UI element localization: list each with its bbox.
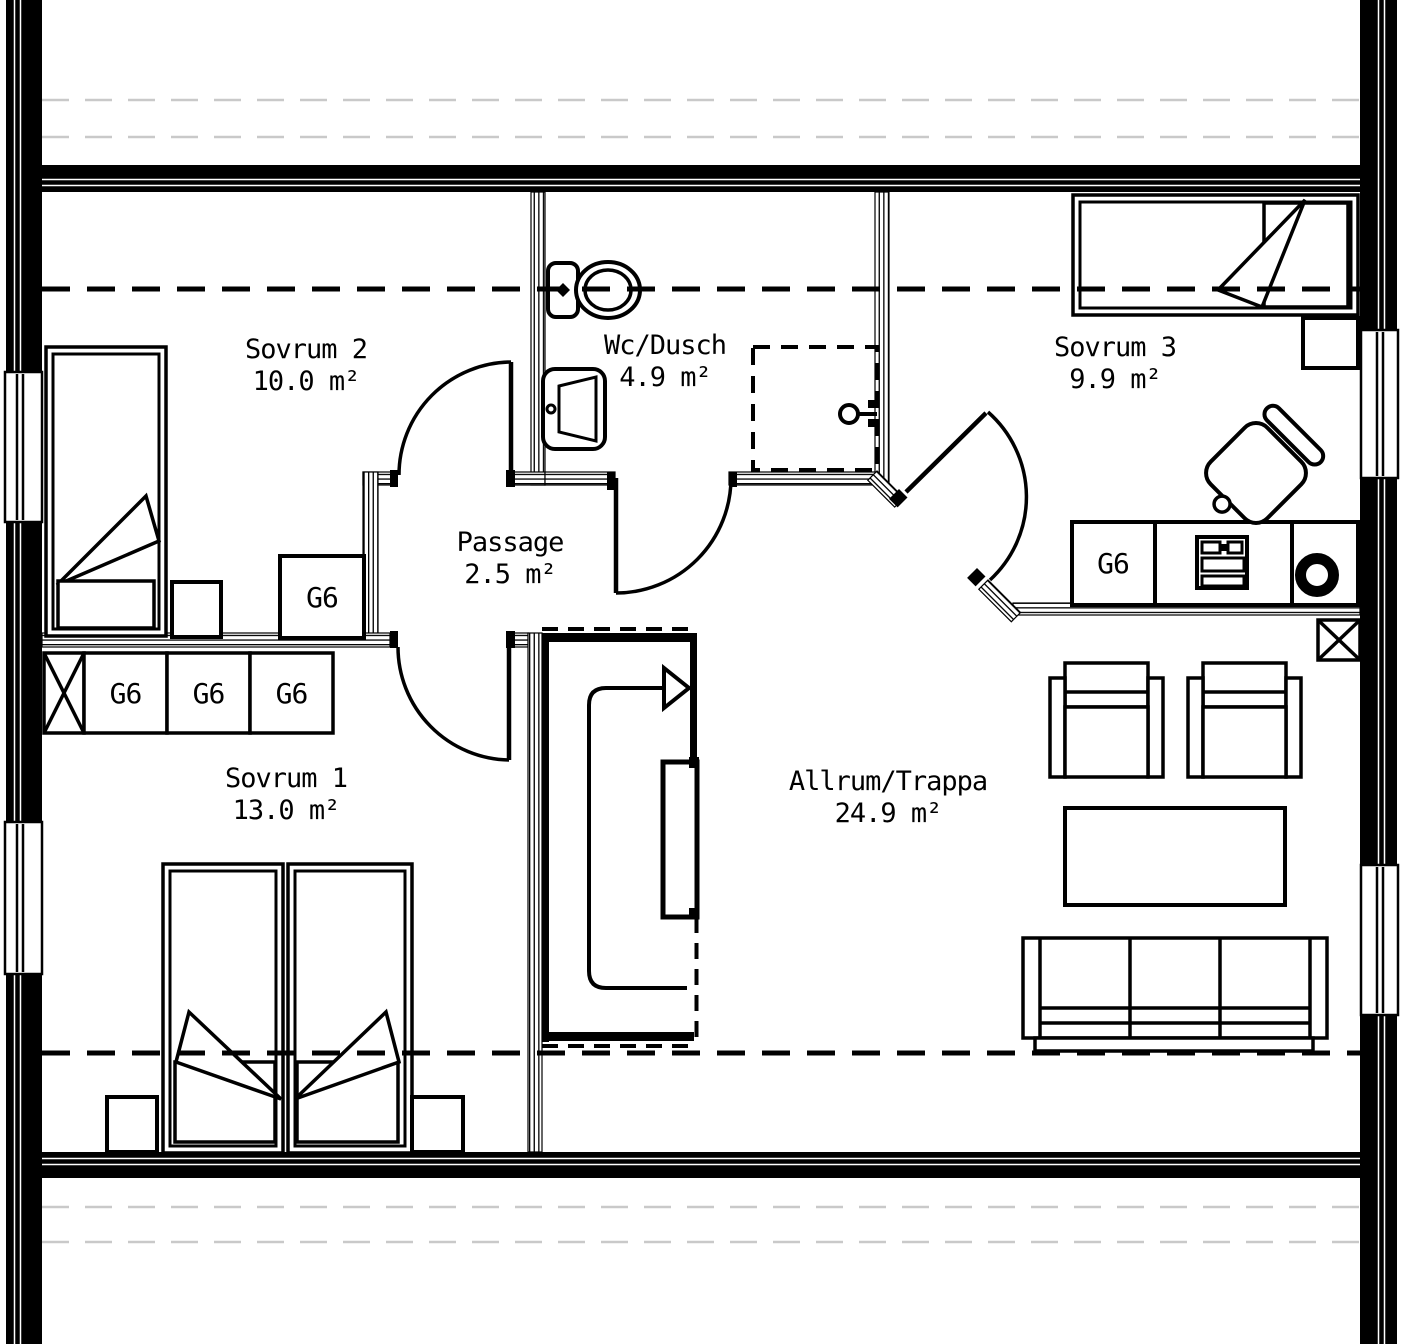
- allrum-furniture: [1021, 618, 1362, 1053]
- window-icon: [1359, 863, 1400, 1017]
- wc-fixtures: [541, 260, 879, 472]
- exterior-walls: [6, 0, 1397, 1344]
- room-label-wc-dusch: Wc/Dusch 4.9 m²: [603, 330, 727, 394]
- room-name: Wc/Dusch: [603, 330, 727, 361]
- nightstand: [105, 1095, 159, 1154]
- exterior-wall-top: [42, 165, 1360, 192]
- room-label-passage: Passage 2.5 m²: [456, 527, 565, 591]
- stairs-icon: [542, 627, 700, 1048]
- nightstand: [410, 1095, 465, 1154]
- doors: [396, 360, 1029, 762]
- vent-box-icon: [1316, 618, 1362, 662]
- door-swing-sovrum3: [904, 410, 1029, 582]
- printer-icon: [1195, 535, 1249, 590]
- stair-handrail: [660, 759, 700, 920]
- interior-wall: [511, 471, 546, 486]
- room-name: Allrum/Trappa: [788, 766, 988, 797]
- shower-icon: [751, 345, 879, 472]
- window-icon: [1359, 328, 1400, 480]
- sovrum3-furniture: [1070, 193, 1360, 607]
- cabinet-labels: G6 G6 G6 G6 G6: [110, 547, 1130, 710]
- door-jamb: [889, 489, 908, 508]
- desk-ring-icon: [1295, 553, 1339, 597]
- bed-icon: [161, 862, 285, 1155]
- shower-mixer-icon: [838, 400, 877, 427]
- room-area: 24.9 m²: [834, 798, 943, 829]
- door-jamb: [506, 470, 515, 487]
- door-jamb: [967, 568, 986, 587]
- interior-wall: [728, 471, 877, 486]
- door-jamb: [607, 472, 615, 490]
- room-area: 2.5 m²: [464, 559, 557, 590]
- stair-direction-arrow: [587, 686, 687, 990]
- sink-icon: [541, 367, 607, 451]
- armchair-icon: [1186, 661, 1303, 779]
- interior-wall: [544, 471, 616, 486]
- room-area: 4.9 m²: [619, 362, 712, 393]
- interior-wall: [874, 191, 890, 483]
- cabinet-label: G6: [1097, 547, 1129, 580]
- wardrobe-g6: [278, 554, 366, 640]
- room-label-sovrum2: Sovrum 2 10.0 m²: [244, 334, 368, 398]
- wardrobe-g6: [248, 651, 335, 735]
- room-label-sovrum1: Sovrum 1 13.0 m²: [224, 763, 348, 827]
- door-swing-sovrum2: [397, 360, 514, 476]
- room-name: Passage: [456, 527, 565, 558]
- stair-arrow-head: [662, 663, 693, 713]
- bed-icon: [286, 862, 414, 1155]
- coffee-table: [1063, 806, 1287, 907]
- interior-wall: [977, 579, 1022, 623]
- cabinet-label: G6: [110, 677, 142, 710]
- room-label-sovrum3: Sovrum 3 9.9 m²: [1053, 332, 1177, 396]
- windows: [3, 328, 1400, 1017]
- door-jamb: [390, 470, 398, 487]
- bed-icon: [1071, 193, 1360, 317]
- room-area: 10.0 m²: [252, 366, 361, 397]
- exterior-wall-left: [6, 0, 42, 1344]
- sovrum1-furniture: [42, 651, 465, 1155]
- nightstand: [1301, 316, 1360, 370]
- sovrum2-furniture: [44, 345, 366, 640]
- room-area: 13.0 m²: [232, 795, 341, 826]
- wardrobe-crossed: [42, 651, 86, 735]
- wardrobe-g6: [82, 651, 169, 735]
- nightstand: [170, 580, 223, 639]
- room-name: Sovrum 3: [1053, 332, 1177, 363]
- door-jamb: [506, 631, 515, 648]
- desk-chair-icon: [1204, 403, 1326, 525]
- cabinet-label: G6: [276, 677, 308, 710]
- wardrobe-g6: [165, 651, 252, 735]
- door-jamb: [390, 631, 398, 648]
- armchair-icon: [1048, 661, 1165, 779]
- door-jamb: [729, 472, 737, 487]
- bed-icon: [44, 345, 168, 638]
- room-label-allrum: Allrum/Trappa 24.9 m²: [788, 766, 988, 830]
- ceiling-height-lines: [42, 286, 1360, 1056]
- room-name: Sovrum 1: [224, 763, 348, 794]
- wardrobe-g6: [1070, 520, 1157, 607]
- cabinet-label: G6: [193, 677, 225, 710]
- door-jambs: [390, 470, 986, 648]
- window-icon: [3, 370, 44, 524]
- cabinet-label: G6: [306, 581, 338, 614]
- roof-edge-lines: [42, 98, 1360, 1244]
- door-swing-sovrum1: [396, 646, 512, 762]
- window-icon: [3, 820, 44, 976]
- interior-wall: [527, 632, 543, 1153]
- sofa-icon: [1021, 936, 1329, 1053]
- door-swing-wc: [613, 477, 733, 595]
- room-area: 9.9 m²: [1069, 364, 1162, 395]
- room-name: Sovrum 2: [244, 334, 368, 365]
